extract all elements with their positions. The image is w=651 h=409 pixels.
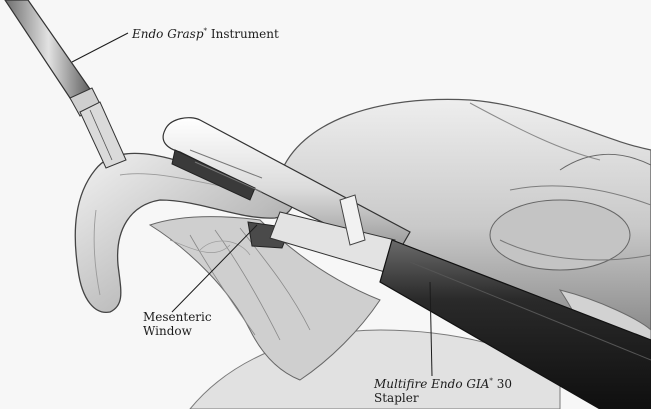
mesenteric-label-line2: Window: [143, 324, 192, 338]
endo-grasp-name: Endo Grasp: [132, 27, 204, 41]
stapler-label-line2: Stapler: [374, 391, 419, 405]
stapler-name: Multifire Endo GIA: [374, 377, 490, 391]
mesenteric-window-label: Mesenteric Window: [143, 310, 212, 338]
endo-grasp-label: Endo Grasp* Instrument: [132, 24, 279, 41]
registered-mark: *: [489, 377, 493, 385]
stapler-label: Multifire Endo GIA* 30 Stapler: [374, 374, 512, 405]
stapler-leader-line: [429, 281, 433, 377]
endo-grasp-suffix: Instrument: [210, 27, 279, 41]
mesenteric-label-line1: Mesenteric: [143, 310, 212, 324]
stapler-model: 30: [496, 377, 512, 391]
endo-grasp-instrument: [4, 0, 129, 169]
multifire-endo-gia-stapler: [162, 117, 651, 409]
registered-mark: *: [203, 27, 208, 35]
mesenteric-leader-line: [171, 224, 258, 313]
